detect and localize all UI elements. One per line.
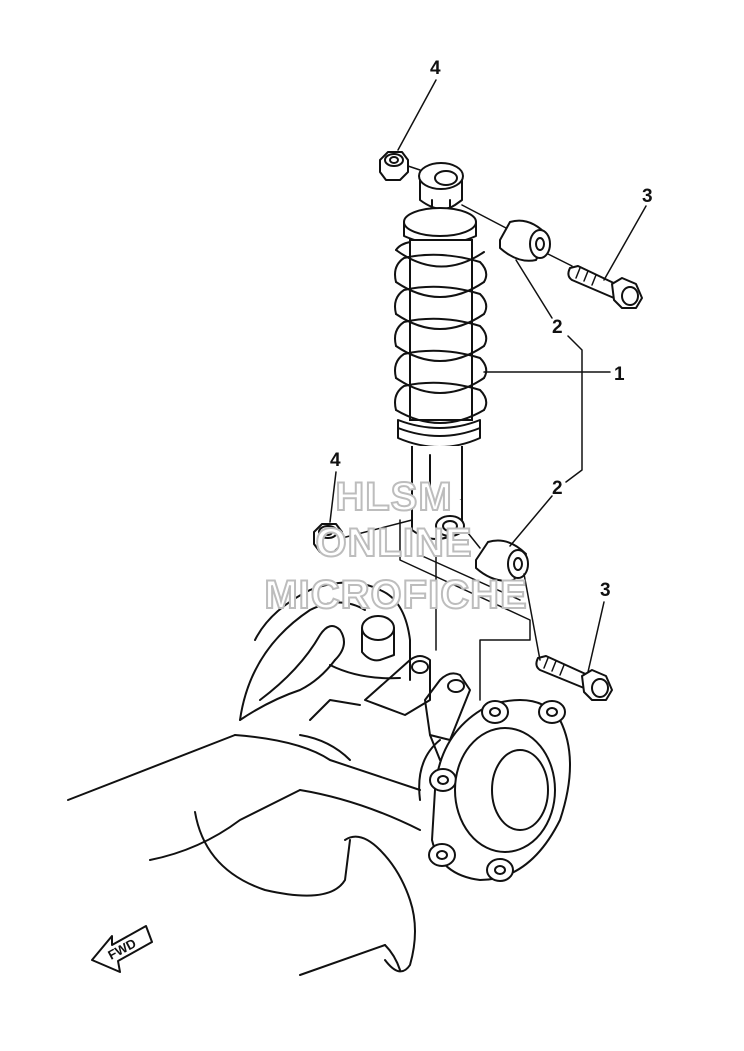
leader-lines <box>329 79 647 673</box>
shock-absorber <box>394 162 488 540</box>
fwd-direction-badge: FWD <box>91 925 153 973</box>
upper-collar <box>499 219 551 262</box>
lower-nut <box>313 523 343 553</box>
watermark-line-1: HLSM <box>335 475 452 519</box>
upper-nut <box>379 151 409 181</box>
lower-bolt <box>535 655 613 701</box>
callout-bolt-lower: 3 <box>600 580 611 601</box>
callout-collar-upper: 2 <box>552 317 563 338</box>
lower-collar <box>475 539 529 582</box>
watermark: HLSM ONLINE MICROFICHE <box>263 474 527 618</box>
watermark-line-2: ONLINE <box>315 521 472 565</box>
callout-shock-absorber: 1 <box>614 364 625 385</box>
wheel-hub-flange <box>418 699 571 882</box>
frame-and-axle-housing <box>67 519 531 976</box>
callout-bolt-upper: 3 <box>642 186 653 207</box>
callout-nut-upper: 4 <box>430 58 441 79</box>
callout-collar-lower: 2 <box>552 478 563 499</box>
watermark-line-3: MICROFICHE <box>264 573 527 617</box>
upper-bolt <box>567 265 643 309</box>
callout-nut-lower: 4 <box>330 450 341 471</box>
